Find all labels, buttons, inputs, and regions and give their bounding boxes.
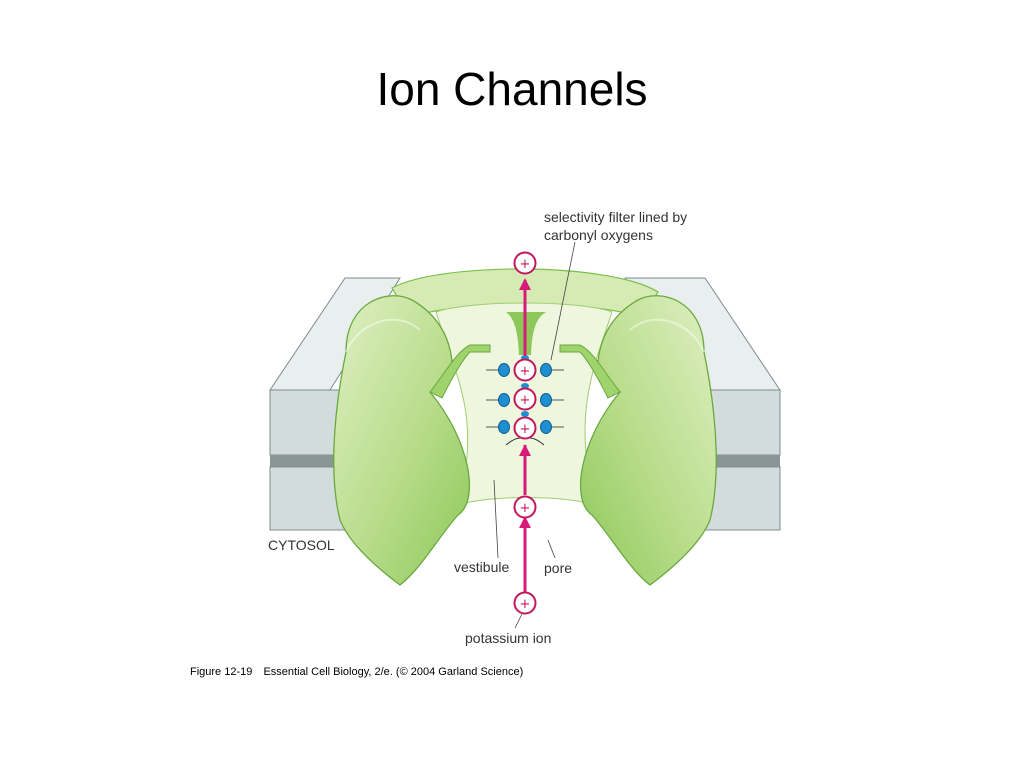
ion-path-arrows bbox=[519, 278, 531, 592]
potassium-ion: + bbox=[513, 358, 537, 382]
potassium-ion: + bbox=[513, 591, 537, 615]
cytosol-label: CYTOSOL bbox=[268, 537, 335, 553]
svg-text:+: + bbox=[520, 364, 531, 379]
potassium-ion: + bbox=[513, 251, 537, 275]
slide-title: Ion Channels bbox=[376, 63, 648, 115]
oxygen-dot bbox=[540, 420, 552, 434]
svg-text:+: + bbox=[520, 597, 531, 612]
figure-number: Figure 12-19 bbox=[190, 666, 253, 678]
potassium-ion: + bbox=[513, 387, 537, 411]
figure-caption: Figure 12-19 Essential Cell Biology, 2/e… bbox=[190, 666, 523, 678]
potassium-ion-label: potassium ion bbox=[465, 630, 551, 646]
left-protein-subunit bbox=[333, 295, 491, 586]
svg-text:+: + bbox=[520, 501, 531, 516]
carbonyl-oxygen-row-3 bbox=[486, 411, 564, 434]
potassium-ion: + bbox=[513, 416, 537, 440]
selectivity-filter bbox=[486, 355, 564, 446]
potassium-ion: + bbox=[513, 495, 537, 519]
oxygen-dot bbox=[498, 420, 510, 434]
figure-source: Essential Cell Biology, 2/e. (© 2004 Gar… bbox=[263, 666, 524, 678]
vestibule-label: vestibule bbox=[454, 559, 509, 575]
oxygen-dot bbox=[498, 393, 510, 407]
svg-text:+: + bbox=[520, 257, 531, 272]
svg-text:+: + bbox=[520, 422, 531, 437]
right-protein-subunit bbox=[559, 295, 717, 586]
selectivity-filter-label-line1: selectivity filter lined by bbox=[544, 209, 687, 225]
oxygen-dot bbox=[540, 393, 552, 407]
potassium-ions: + + + + + + bbox=[513, 251, 537, 615]
oxygen-dot bbox=[540, 363, 552, 377]
carbonyl-oxygen-row-2 bbox=[486, 383, 564, 407]
leader-lines bbox=[493, 241, 576, 629]
pore-label: pore bbox=[544, 560, 572, 576]
selectivity-filter-label-line2: carbonyl oxygens bbox=[544, 227, 653, 243]
carbonyl-oxygen-row-1 bbox=[486, 355, 564, 377]
oxygen-dot bbox=[498, 363, 510, 377]
svg-text:+: + bbox=[520, 393, 531, 408]
